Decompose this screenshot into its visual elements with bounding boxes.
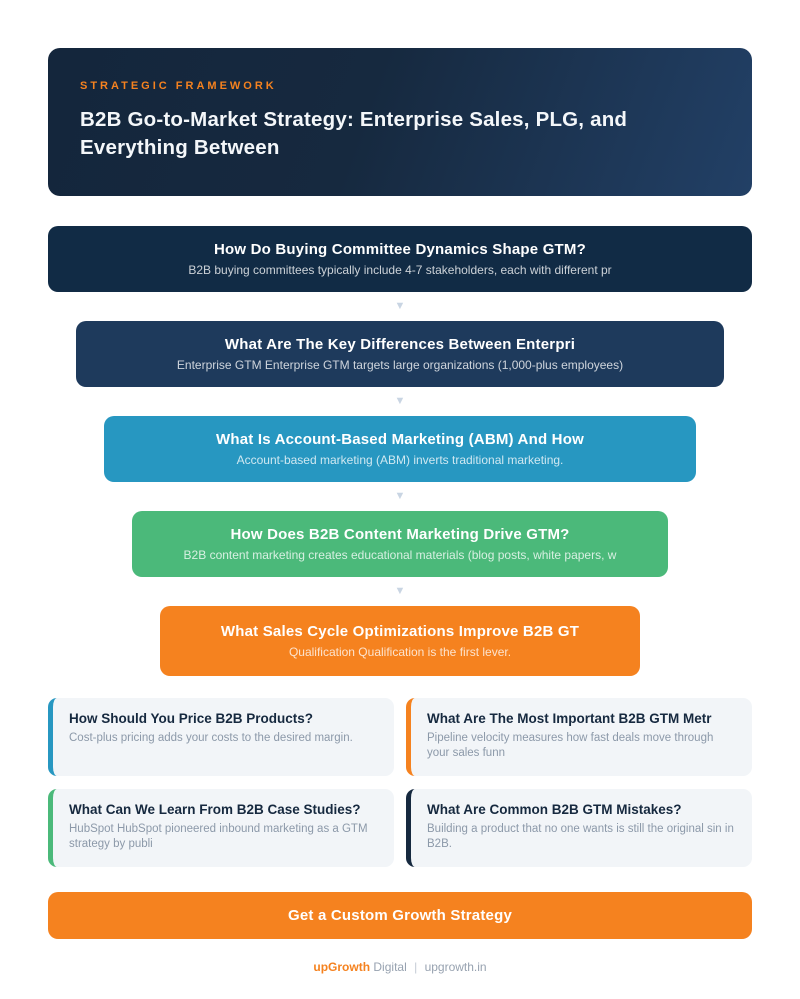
custom-growth-strategy-button[interactable]: Get a Custom Growth Strategy: [48, 892, 752, 939]
card-title: What Are Common B2B GTM Mistakes?: [427, 802, 682, 817]
question-card-grid: How Should You Price B2B Products? Cost-…: [48, 698, 752, 867]
funnel-step-title: How Do Buying Committee Dynamics Shape G…: [214, 241, 586, 258]
hero-banner: STRATEGIC FRAMEWORK B2B Go-to-Market Str…: [48, 48, 752, 196]
card-subtitle: Cost-plus pricing adds your costs to the…: [69, 732, 353, 744]
card-mistakes: What Are Common B2B GTM Mistakes? Buildi…: [406, 789, 752, 867]
card-case-studies: What Can We Learn From B2B Case Studies?…: [48, 789, 394, 867]
card-subtitle: Pipeline velocity measures how fast deal…: [427, 732, 714, 759]
funnel-step-subtitle: Qualification Qualification is the first…: [288, 645, 512, 659]
card-subtitle: Building a product that no one wants is …: [427, 823, 734, 850]
brand-name: upGrowth: [313, 960, 371, 974]
card-title: What Can We Learn From B2B Case Studies?: [69, 802, 361, 817]
card-title: How Should You Price B2B Products?: [69, 711, 314, 726]
footer-site: upgrowth.in: [424, 960, 487, 974]
arrow-down-icon: ▼: [394, 585, 406, 597]
funnel-step-sales-cycle: What Sales Cycle Optimizations Improve B…: [160, 606, 640, 676]
funnel-step-subtitle: Enterprise GTM Enterprise GTM targets la…: [176, 358, 624, 372]
card-subtitle: HubSpot HubSpot pioneered inbound market…: [69, 823, 368, 850]
funnel-step-title: What Is Account-Based Marketing (ABM) An…: [216, 431, 584, 448]
page-title: B2B Go-to-Market Strategy: Enterprise Sa…: [80, 108, 628, 159]
funnel-step-title: How Does B2B Content Marketing Drive GTM…: [230, 526, 570, 543]
funnel-step-content-marketing: How Does B2B Content Marketing Drive GTM…: [132, 511, 668, 577]
arrow-down-icon: ▼: [394, 300, 406, 312]
funnel-step-buying-committee: How Do Buying Committee Dynamics Shape G…: [48, 226, 752, 292]
arrow-down-icon: ▼: [394, 395, 406, 407]
funnel-step-title: What Sales Cycle Optimizations Improve B…: [220, 623, 580, 640]
card-title: What Are The Most Important B2B GTM Metr: [427, 711, 712, 726]
card-pricing: How Should You Price B2B Products? Cost-…: [48, 698, 394, 776]
eyebrow-label: STRATEGIC FRAMEWORK: [80, 80, 277, 92]
funnel-flow: How Do Buying Committee Dynamics Shape G…: [48, 226, 752, 676]
card-metrics: What Are The Most Important B2B GTM Metr…: [406, 698, 752, 776]
funnel-step-abm: What Is Account-Based Marketing (ABM) An…: [104, 416, 696, 482]
funnel-step-title: What Are The Key Differences Between Ent…: [224, 336, 576, 353]
funnel-step-subtitle: B2B buying committees typically include …: [188, 263, 612, 277]
arrow-down-icon: ▼: [394, 490, 406, 502]
footer-separator: |: [414, 960, 418, 974]
brand-suffix: Digital: [373, 960, 407, 974]
funnel-step-enterprise-differences: What Are The Key Differences Between Ent…: [76, 321, 724, 387]
footer: upGrowth Digital | upgrowth.in: [48, 960, 752, 974]
funnel-step-subtitle: B2B content marketing creates educationa…: [183, 548, 617, 562]
funnel-step-subtitle: Account-based marketing (ABM) inverts tr…: [236, 453, 564, 467]
